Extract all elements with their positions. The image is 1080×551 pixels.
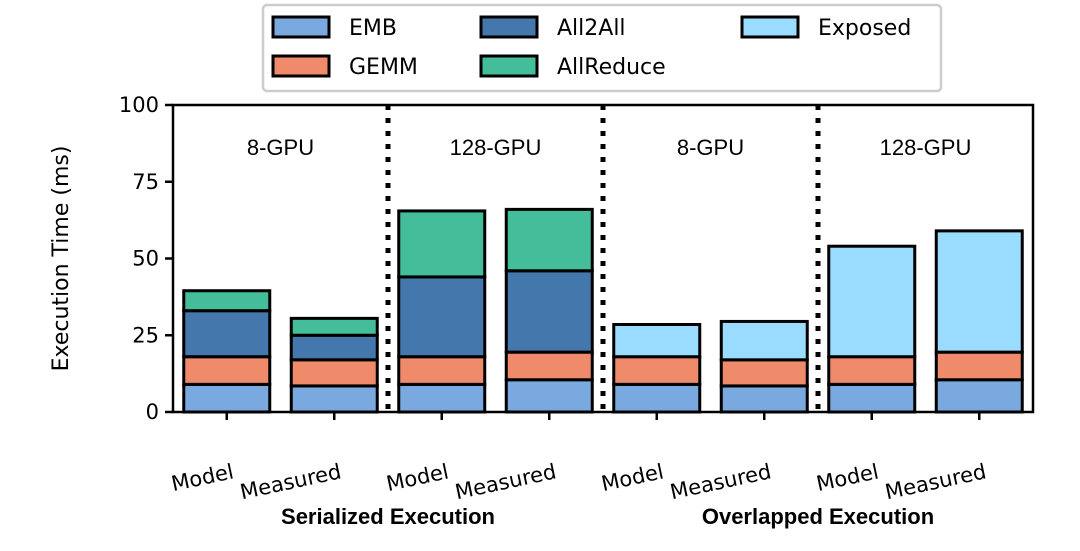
bar-gemm-6 (827, 355, 917, 386)
bar-emb-3 (504, 378, 594, 414)
bar-all2all-1 (289, 333, 379, 362)
x-tick-label-4: Model (599, 459, 666, 496)
legend-swatch-emb (271, 15, 331, 39)
section-label-1: Overlapped Execution (702, 504, 934, 529)
x-tick-label-0: Model (169, 459, 236, 496)
legend-label-gemm: GEMM (349, 55, 418, 80)
bar-gemm-1 (289, 358, 379, 388)
x-tick-label-2: Model (384, 459, 451, 496)
x-tick-label-3: Measured (453, 459, 558, 504)
bar-emb-7 (934, 378, 1024, 414)
legend-label-all2all: All2All (557, 16, 626, 41)
bar-allreduce-0 (182, 289, 272, 313)
legend-swatch-gemm (271, 54, 331, 78)
legend-label-emb: EMB (349, 16, 397, 41)
bar-exposed-6 (827, 244, 917, 359)
bar-gemm-7 (934, 350, 1024, 382)
bar-allreduce-2 (397, 209, 487, 279)
group-label-0: 8-GPU (247, 135, 314, 160)
bar-emb-6 (827, 382, 917, 414)
y-tick-label-100: 100 (119, 93, 159, 117)
bar-gemm-2 (397, 355, 487, 386)
legend-swatch-all2all (479, 15, 539, 39)
bar-allreduce-3 (504, 207, 594, 273)
bar-emb-0 (182, 382, 272, 414)
legend-label-exposed: Exposed (818, 16, 911, 41)
bar-allreduce-1 (289, 316, 379, 337)
x-tick-label-6: Model (814, 459, 881, 496)
bar-all2all-2 (397, 275, 487, 359)
bar-emb-4 (612, 382, 702, 414)
y-tick-label-50: 50 (132, 247, 159, 271)
x-tick-label-5: Measured (668, 459, 773, 504)
bar-all2all-3 (504, 269, 594, 354)
x-tick-label-7: Measured (883, 459, 988, 504)
bar-all2all-0 (182, 309, 272, 359)
bar-gemm-0 (182, 355, 272, 386)
group-label-2: 8-GPU (677, 135, 744, 160)
group-label-1: 128-GPU (450, 135, 542, 160)
bar-gemm-5 (719, 358, 809, 388)
section-label-0: Serialized Execution (281, 504, 495, 529)
y-tick-label-75: 75 (132, 170, 159, 194)
bar-exposed-7 (934, 229, 1024, 354)
bar-emb-5 (719, 384, 809, 414)
x-tick-label-1: Measured (238, 459, 343, 504)
y-tick-label-0: 0 (146, 400, 159, 424)
y-tick-label-25: 25 (132, 323, 159, 347)
bars-layer (182, 207, 1024, 414)
bar-gemm-4 (612, 355, 702, 386)
axes-layer (165, 103, 1035, 420)
legend-label-allreduce: AllReduce (557, 55, 666, 80)
legend-swatch-exposed (740, 15, 800, 39)
bar-emb-2 (397, 382, 487, 414)
bar-exposed-4 (612, 323, 702, 359)
legend-swatch-allreduce (479, 54, 539, 78)
bar-gemm-3 (504, 350, 594, 382)
bar-emb-1 (289, 384, 379, 414)
bar-exposed-5 (719, 319, 809, 362)
group-label-3: 128-GPU (880, 135, 972, 160)
y-axis-title: Execution Time (ms) (49, 146, 74, 372)
